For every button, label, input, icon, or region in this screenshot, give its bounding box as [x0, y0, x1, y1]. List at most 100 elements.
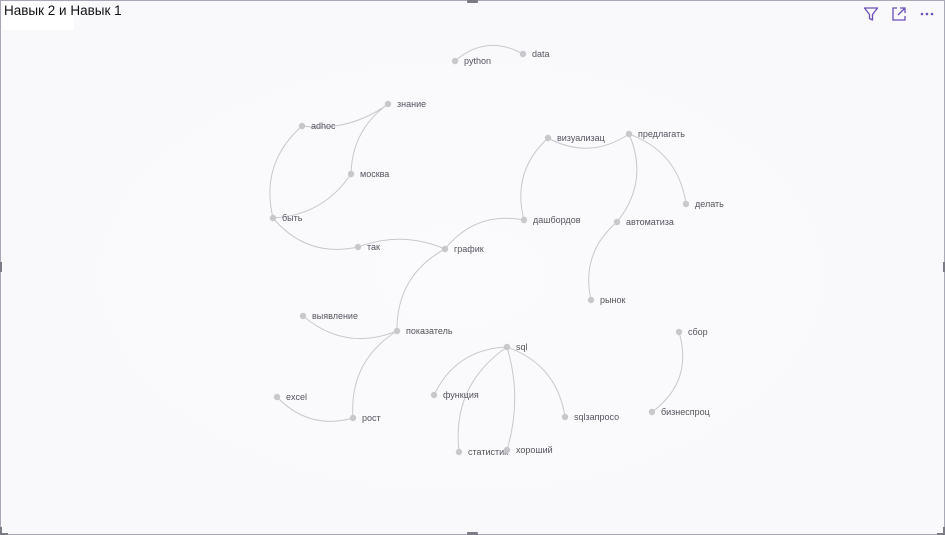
edge-predlagat-avtomatiza: [616, 133, 638, 223]
node-predlagat[interactable]: предлагать: [625, 129, 685, 139]
node-dot[interactable]: [451, 57, 459, 65]
visual-title: Навык 2 и Навык 1: [4, 3, 122, 18]
node-label: москва: [360, 169, 389, 179]
node-dot[interactable]: [682, 200, 690, 208]
node-dot[interactable]: [299, 312, 307, 320]
node-dot[interactable]: [503, 343, 511, 351]
node-dot[interactable]: [519, 50, 527, 58]
edge-byt-tak: [272, 217, 359, 250]
focus-mode-button[interactable]: [888, 5, 910, 27]
edge-python-data: [454, 44, 524, 62]
node-dot[interactable]: [298, 122, 306, 130]
node-dot[interactable]: [544, 134, 552, 142]
node-python[interactable]: python: [451, 56, 491, 66]
node-dot[interactable]: [613, 218, 621, 226]
node-label: автоматиза: [626, 217, 674, 227]
node-dot[interactable]: [561, 413, 569, 421]
edge-grafik-dashbordov: [444, 217, 525, 250]
node-adhoc[interactable]: adhoc: [298, 121, 336, 131]
node-biznesproc[interactable]: бизнеспроц: [648, 407, 710, 417]
node-dot[interactable]: [648, 408, 656, 416]
node-funkciya[interactable]: функция: [430, 390, 479, 400]
node-dot[interactable]: [347, 170, 355, 178]
edge-sql-sqlzaproso: [506, 346, 566, 418]
node-sbor[interactable]: сбор: [675, 327, 708, 337]
node-dot[interactable]: [675, 328, 683, 336]
resize-handle-left[interactable]: [0, 262, 2, 272]
node-dot[interactable]: [269, 214, 277, 222]
edge-avtomatiza-rynok: [588, 221, 618, 301]
more-options-icon: [919, 6, 935, 27]
edge-predlagat-delat: [628, 133, 687, 205]
node-data[interactable]: data: [519, 49, 550, 59]
edge-sql-funkciya: [433, 346, 508, 396]
edge-vizualizac-predlagat: [547, 133, 630, 149]
node-byt[interactable]: быть: [269, 213, 303, 223]
node-vyyavlenie[interactable]: выявление: [299, 311, 358, 321]
node-dot[interactable]: [354, 243, 362, 251]
node-sqlzaproso[interactable]: sqlзапросо: [561, 412, 619, 422]
resize-handle-right[interactable]: [943, 262, 945, 272]
node-rynok[interactable]: рынок: [587, 295, 626, 305]
node-dot[interactable]: [587, 296, 595, 304]
node-dashbordov[interactable]: дашбордов: [520, 215, 581, 225]
node-avtomatiza[interactable]: автоматиза: [613, 217, 674, 227]
edge-sql-statistik: [457, 346, 508, 453]
node-dot[interactable]: [273, 393, 281, 401]
edge-znanie-adhoc: [301, 103, 389, 128]
edge-tak-grafik: [357, 238, 446, 250]
node-sql[interactable]: sql: [503, 342, 528, 352]
edge-sql-khoroshiy: [506, 346, 516, 451]
resize-handle-top[interactable]: [467, 0, 478, 3]
node-dot[interactable]: [393, 327, 401, 335]
node-dot[interactable]: [455, 448, 463, 456]
node-label: показатель: [406, 326, 453, 336]
resize-handle-bottom-right[interactable]: [937, 527, 945, 535]
node-dot[interactable]: [349, 414, 357, 422]
edge-znanie-moskva: [350, 103, 389, 175]
node-dot[interactable]: [384, 100, 392, 108]
node-label: бизнеспроц: [661, 407, 710, 417]
edge-excel-rost: [276, 396, 354, 422]
node-label: визуализац: [557, 133, 605, 143]
node-dot[interactable]: [441, 245, 449, 253]
node-label: python: [464, 56, 491, 66]
node-label: excel: [286, 392, 307, 402]
edge-vyyavlenie-pokazatel: [302, 315, 398, 340]
node-label: знание: [397, 99, 426, 109]
edge-moskva-byt: [272, 173, 352, 219]
node-rost[interactable]: рост: [349, 413, 381, 423]
node-label: сбор: [688, 327, 708, 337]
node-dot[interactable]: [520, 216, 528, 224]
node-grafik[interactable]: график: [441, 244, 484, 254]
node-excel[interactable]: excel: [273, 392, 307, 402]
more-options-button[interactable]: [916, 5, 938, 27]
node-label: sql: [516, 342, 528, 352]
edge-sbor-biznesproc: [651, 331, 684, 413]
node-moskva[interactable]: москва: [347, 169, 390, 179]
resize-handle-bottom-left[interactable]: [0, 527, 8, 535]
node-statistik[interactable]: статистик: [455, 447, 508, 457]
plot-area-background: [31, 21, 891, 531]
node-vizualizac[interactable]: визуализац: [544, 133, 605, 143]
filter-button[interactable]: [860, 5, 882, 27]
node-dot[interactable]: [625, 130, 633, 138]
edge-grafik-pokazatel: [396, 248, 446, 332]
filter-icon: [863, 6, 879, 27]
node-dot[interactable]: [430, 391, 438, 399]
node-pokazatel[interactable]: показатель: [393, 326, 453, 336]
title-background: [2, 2, 74, 30]
node-label: функция: [443, 390, 479, 400]
node-tak[interactable]: так: [354, 242, 380, 252]
edge-dashbordov-vizualizac: [520, 137, 549, 221]
resize-handle-bottom[interactable]: [467, 532, 478, 535]
node-label: adhoc: [311, 121, 336, 131]
node-delat[interactable]: делать: [682, 199, 724, 209]
node-znanie[interactable]: знание: [384, 99, 426, 109]
node-label: статистик: [468, 447, 508, 457]
node-label: выявление: [312, 311, 358, 321]
visual-header-toolbar: [860, 5, 938, 27]
node-khoroshiy[interactable]: хороший: [503, 445, 553, 455]
node-dot[interactable]: [503, 446, 511, 454]
